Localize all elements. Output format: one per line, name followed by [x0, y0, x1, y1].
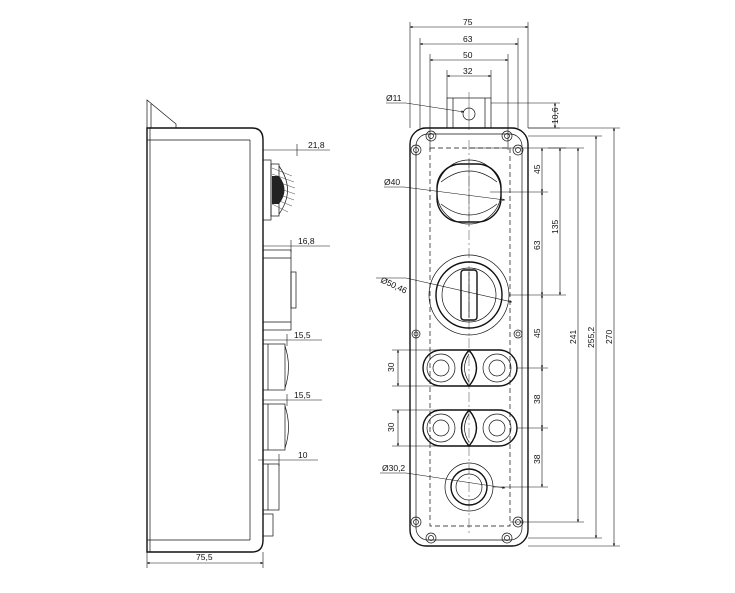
front-double-button-1 — [422, 348, 518, 388]
dim-side-15-5-a: 15,5 — [263, 330, 322, 346]
label-135: 135 — [550, 220, 560, 234]
dim-side-16-8: 16,8 — [263, 236, 330, 252]
label-10: 10 — [298, 450, 308, 460]
label-d40: Ø40 — [384, 177, 400, 187]
front-mushroom-button — [436, 159, 502, 226]
leader-d11: Ø11 — [386, 93, 465, 113]
dim-height-30-a: 30 — [386, 349, 441, 387]
dim-side-15-5-b: 15,5 — [263, 390, 322, 406]
leader-d40: Ø40 — [384, 177, 506, 201]
label-38-b: 38 — [532, 454, 542, 464]
label-15-5-a: 15,5 — [294, 330, 311, 340]
label-75: 75 — [463, 17, 473, 27]
label-75-5: 75,5 — [196, 552, 213, 562]
side-indicator — [262, 463, 280, 537]
dim-pitch-38-b: 38 — [493, 427, 548, 488]
label-255-2: 255,2 — [586, 326, 596, 348]
label-45-top: 45 — [532, 164, 542, 174]
side-selector-switch — [262, 249, 297, 331]
side-mushroom-button — [262, 159, 296, 221]
front-mounting-bracket — [446, 92, 492, 130]
dim-10-6: 10,6 — [491, 102, 560, 129]
label-10-6: 10,6 — [550, 107, 560, 124]
label-16-8: 16,8 — [298, 236, 315, 246]
label-38-a: 38 — [532, 394, 542, 404]
label-21-8: 21,8 — [308, 140, 325, 150]
label-32: 32 — [463, 66, 473, 76]
dim-255-2: 255,2 — [528, 135, 602, 539]
label-d30-2: Ø30,2 — [382, 463, 405, 473]
side-button-2 — [262, 403, 289, 451]
dim-side-21-8: 21,8 — [263, 140, 330, 156]
side-view: 21,8 16,8 15,5 15,5 10 — [146, 99, 330, 568]
label-63: 63 — [463, 34, 473, 44]
dim-pitch-45-top: 45 — [469, 147, 548, 193]
front-double-button-2 — [422, 408, 518, 448]
front-housing-outline — [409, 127, 529, 547]
dim-270: 270 — [528, 127, 620, 547]
dim-side-10: 10 — [258, 450, 318, 466]
label-50: 50 — [463, 50, 473, 60]
label-241: 241 — [568, 330, 578, 344]
dim-width-75: 75 — [409, 17, 529, 128]
label-63-pitch: 63 — [532, 240, 542, 250]
dim-width-63: 63 — [419, 34, 519, 128]
side-mounting-bracket — [146, 99, 177, 128]
side-button-1 — [262, 343, 289, 391]
label-15-5-b: 15,5 — [294, 390, 311, 400]
label-d11: Ø11 — [386, 93, 402, 103]
front-housing-inner — [415, 133, 523, 541]
label-30-a: 30 — [386, 362, 396, 372]
dim-135: 135 — [548, 147, 566, 296]
dim-height-30-b: 30 — [386, 409, 441, 447]
leader-d50-46: Ø50,46 — [376, 275, 513, 303]
side-housing-outline — [146, 127, 264, 553]
front-view: 75 63 50 32 Ø11 — [376, 17, 620, 547]
dim-width-32: 32 — [446, 66, 492, 98]
corner-screws — [410, 130, 524, 544]
label-30-b: 30 — [386, 422, 396, 432]
label-45-bottom: 45 — [532, 328, 542, 338]
dim-side-75-5: 75,5 — [146, 552, 264, 568]
leader-d30-2: Ø30,2 — [380, 463, 506, 489]
dim-width-50: 50 — [429, 50, 509, 150]
label-270: 270 — [604, 330, 614, 344]
dim-241: 241 — [510, 147, 584, 523]
